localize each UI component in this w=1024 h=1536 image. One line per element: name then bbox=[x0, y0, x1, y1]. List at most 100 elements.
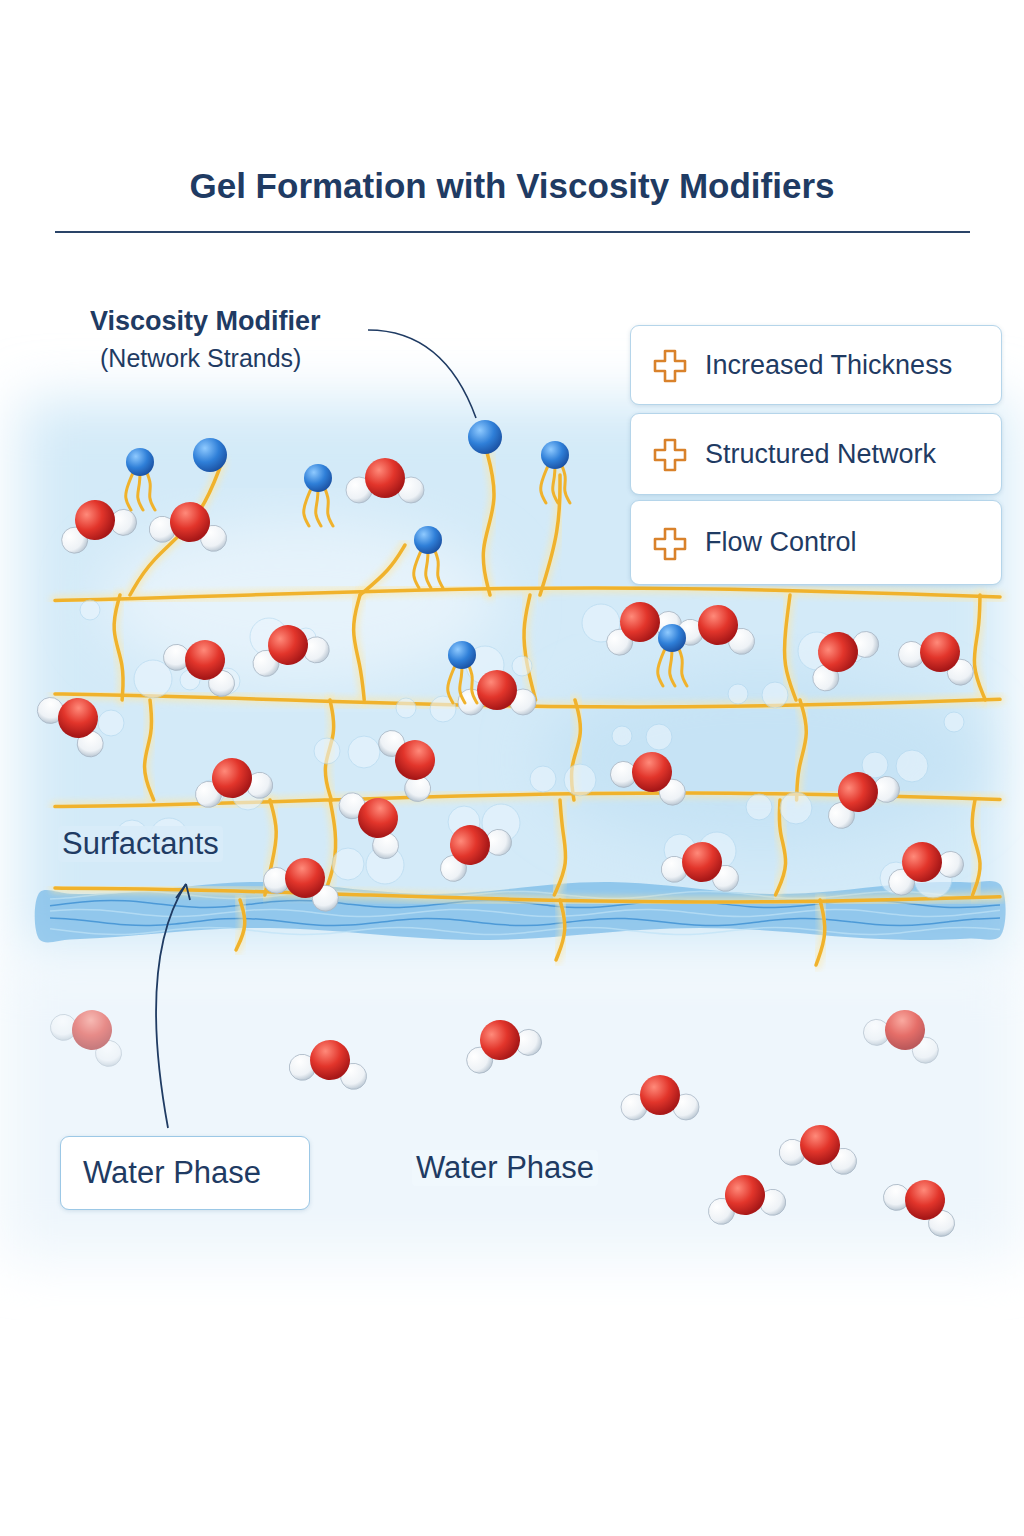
network-strand bbox=[972, 800, 980, 895]
network-strand bbox=[556, 900, 565, 960]
oxygen-atom bbox=[167, 499, 213, 545]
surfactant bbox=[193, 438, 227, 472]
region-label: Surfactants bbox=[58, 826, 223, 862]
strand-glow bbox=[236, 900, 245, 950]
bubble bbox=[80, 600, 100, 620]
network-strand bbox=[236, 900, 245, 950]
plus-shape bbox=[655, 529, 685, 559]
oxygen-atom bbox=[65, 1003, 120, 1058]
water-molecule bbox=[190, 752, 275, 810]
network-strand bbox=[354, 595, 365, 700]
water-molecule bbox=[703, 1169, 788, 1227]
network-strand bbox=[797, 700, 807, 800]
bubble bbox=[728, 684, 748, 704]
oxygen-atom bbox=[679, 839, 725, 885]
network-strand bbox=[130, 462, 222, 595]
oxygen-atom bbox=[388, 733, 443, 788]
bubble bbox=[762, 682, 788, 708]
bubble bbox=[646, 724, 672, 750]
oxygen-atom bbox=[879, 1004, 930, 1055]
callout-heading: Viscosity Modifier bbox=[90, 306, 321, 337]
water-molecule bbox=[879, 1163, 969, 1241]
oxygen-atom bbox=[722, 1172, 768, 1218]
leader-lines bbox=[156, 330, 476, 1128]
water-background bbox=[0, 400, 1024, 1260]
network-strand bbox=[360, 545, 405, 595]
plus-shape bbox=[655, 351, 685, 381]
strand-glow bbox=[540, 475, 560, 595]
network-strand bbox=[483, 445, 494, 595]
water-molecule bbox=[621, 1075, 699, 1120]
strand-glow bbox=[797, 700, 807, 800]
bubble bbox=[348, 736, 380, 768]
oxygen-atom bbox=[810, 624, 866, 680]
plus-icon bbox=[653, 527, 687, 561]
strand-glow bbox=[130, 462, 222, 595]
oxygen-atom bbox=[50, 690, 106, 746]
surfactant bbox=[304, 464, 333, 526]
surfactant-head bbox=[193, 438, 227, 472]
surfactant-head bbox=[414, 526, 442, 554]
strand-glow bbox=[114, 595, 123, 700]
network-strand bbox=[554, 800, 565, 895]
oxygen-atom bbox=[797, 1122, 843, 1168]
surfactant-head bbox=[658, 624, 686, 652]
water-band bbox=[35, 881, 1006, 942]
title-rule bbox=[55, 231, 970, 233]
effect-box: Flow Control bbox=[630, 500, 1002, 585]
ripple bbox=[50, 927, 1000, 934]
water-molecule bbox=[245, 616, 332, 680]
water-molecule bbox=[860, 998, 949, 1067]
oxygen-atom bbox=[695, 602, 741, 648]
oxygen-atom bbox=[614, 596, 665, 647]
oxygen-atom bbox=[898, 1173, 953, 1228]
network-strand bbox=[816, 900, 825, 965]
box-text: Structured Network bbox=[705, 439, 936, 470]
network-strand bbox=[784, 595, 796, 700]
water-molecule bbox=[346, 458, 424, 503]
water-molecule bbox=[597, 590, 686, 659]
bubble bbox=[896, 750, 928, 782]
bubble bbox=[780, 792, 812, 824]
bubble bbox=[332, 848, 364, 880]
plus-icon bbox=[653, 438, 687, 472]
oxygen-atom bbox=[279, 852, 330, 903]
box-text: Flow Control bbox=[705, 527, 857, 558]
arrow-head bbox=[176, 884, 190, 900]
oxygen-atom bbox=[914, 626, 965, 677]
region-label: Water Phase bbox=[412, 1150, 598, 1186]
strand-glow bbox=[55, 888, 1000, 902]
oxygen-atom bbox=[477, 670, 517, 710]
water-molecule bbox=[159, 623, 249, 701]
oxygen-atom bbox=[640, 1075, 680, 1115]
ripple bbox=[50, 918, 1000, 926]
water-molecule bbox=[895, 620, 984, 689]
strand-glow bbox=[972, 800, 980, 895]
strand-glow bbox=[354, 595, 365, 700]
water-molecule bbox=[879, 830, 968, 899]
water-molecule bbox=[46, 993, 136, 1071]
bubble bbox=[944, 712, 964, 732]
leader-arrow bbox=[156, 884, 186, 1128]
strand-glow bbox=[556, 900, 565, 960]
strand-glow bbox=[483, 445, 494, 595]
bubble bbox=[564, 764, 596, 796]
bubble bbox=[530, 766, 556, 792]
surfactant-head bbox=[541, 441, 569, 469]
strand-glow bbox=[145, 700, 154, 800]
surfactant bbox=[126, 448, 155, 510]
phase-box: Water Phase bbox=[60, 1136, 310, 1210]
effect-box: Structured Network bbox=[630, 413, 1002, 495]
oxygen-atom bbox=[209, 755, 255, 801]
box-text: Increased Thickness bbox=[705, 350, 952, 381]
oxygen-atom bbox=[365, 458, 405, 498]
bubble bbox=[396, 698, 416, 718]
strand-glow bbox=[784, 595, 796, 700]
network-strand bbox=[114, 595, 123, 700]
water-molecule bbox=[374, 716, 452, 806]
box-text: Water Phase bbox=[83, 1155, 261, 1191]
surfactant bbox=[448, 641, 477, 703]
water-molecule bbox=[777, 1119, 862, 1177]
network-strand bbox=[524, 595, 536, 700]
